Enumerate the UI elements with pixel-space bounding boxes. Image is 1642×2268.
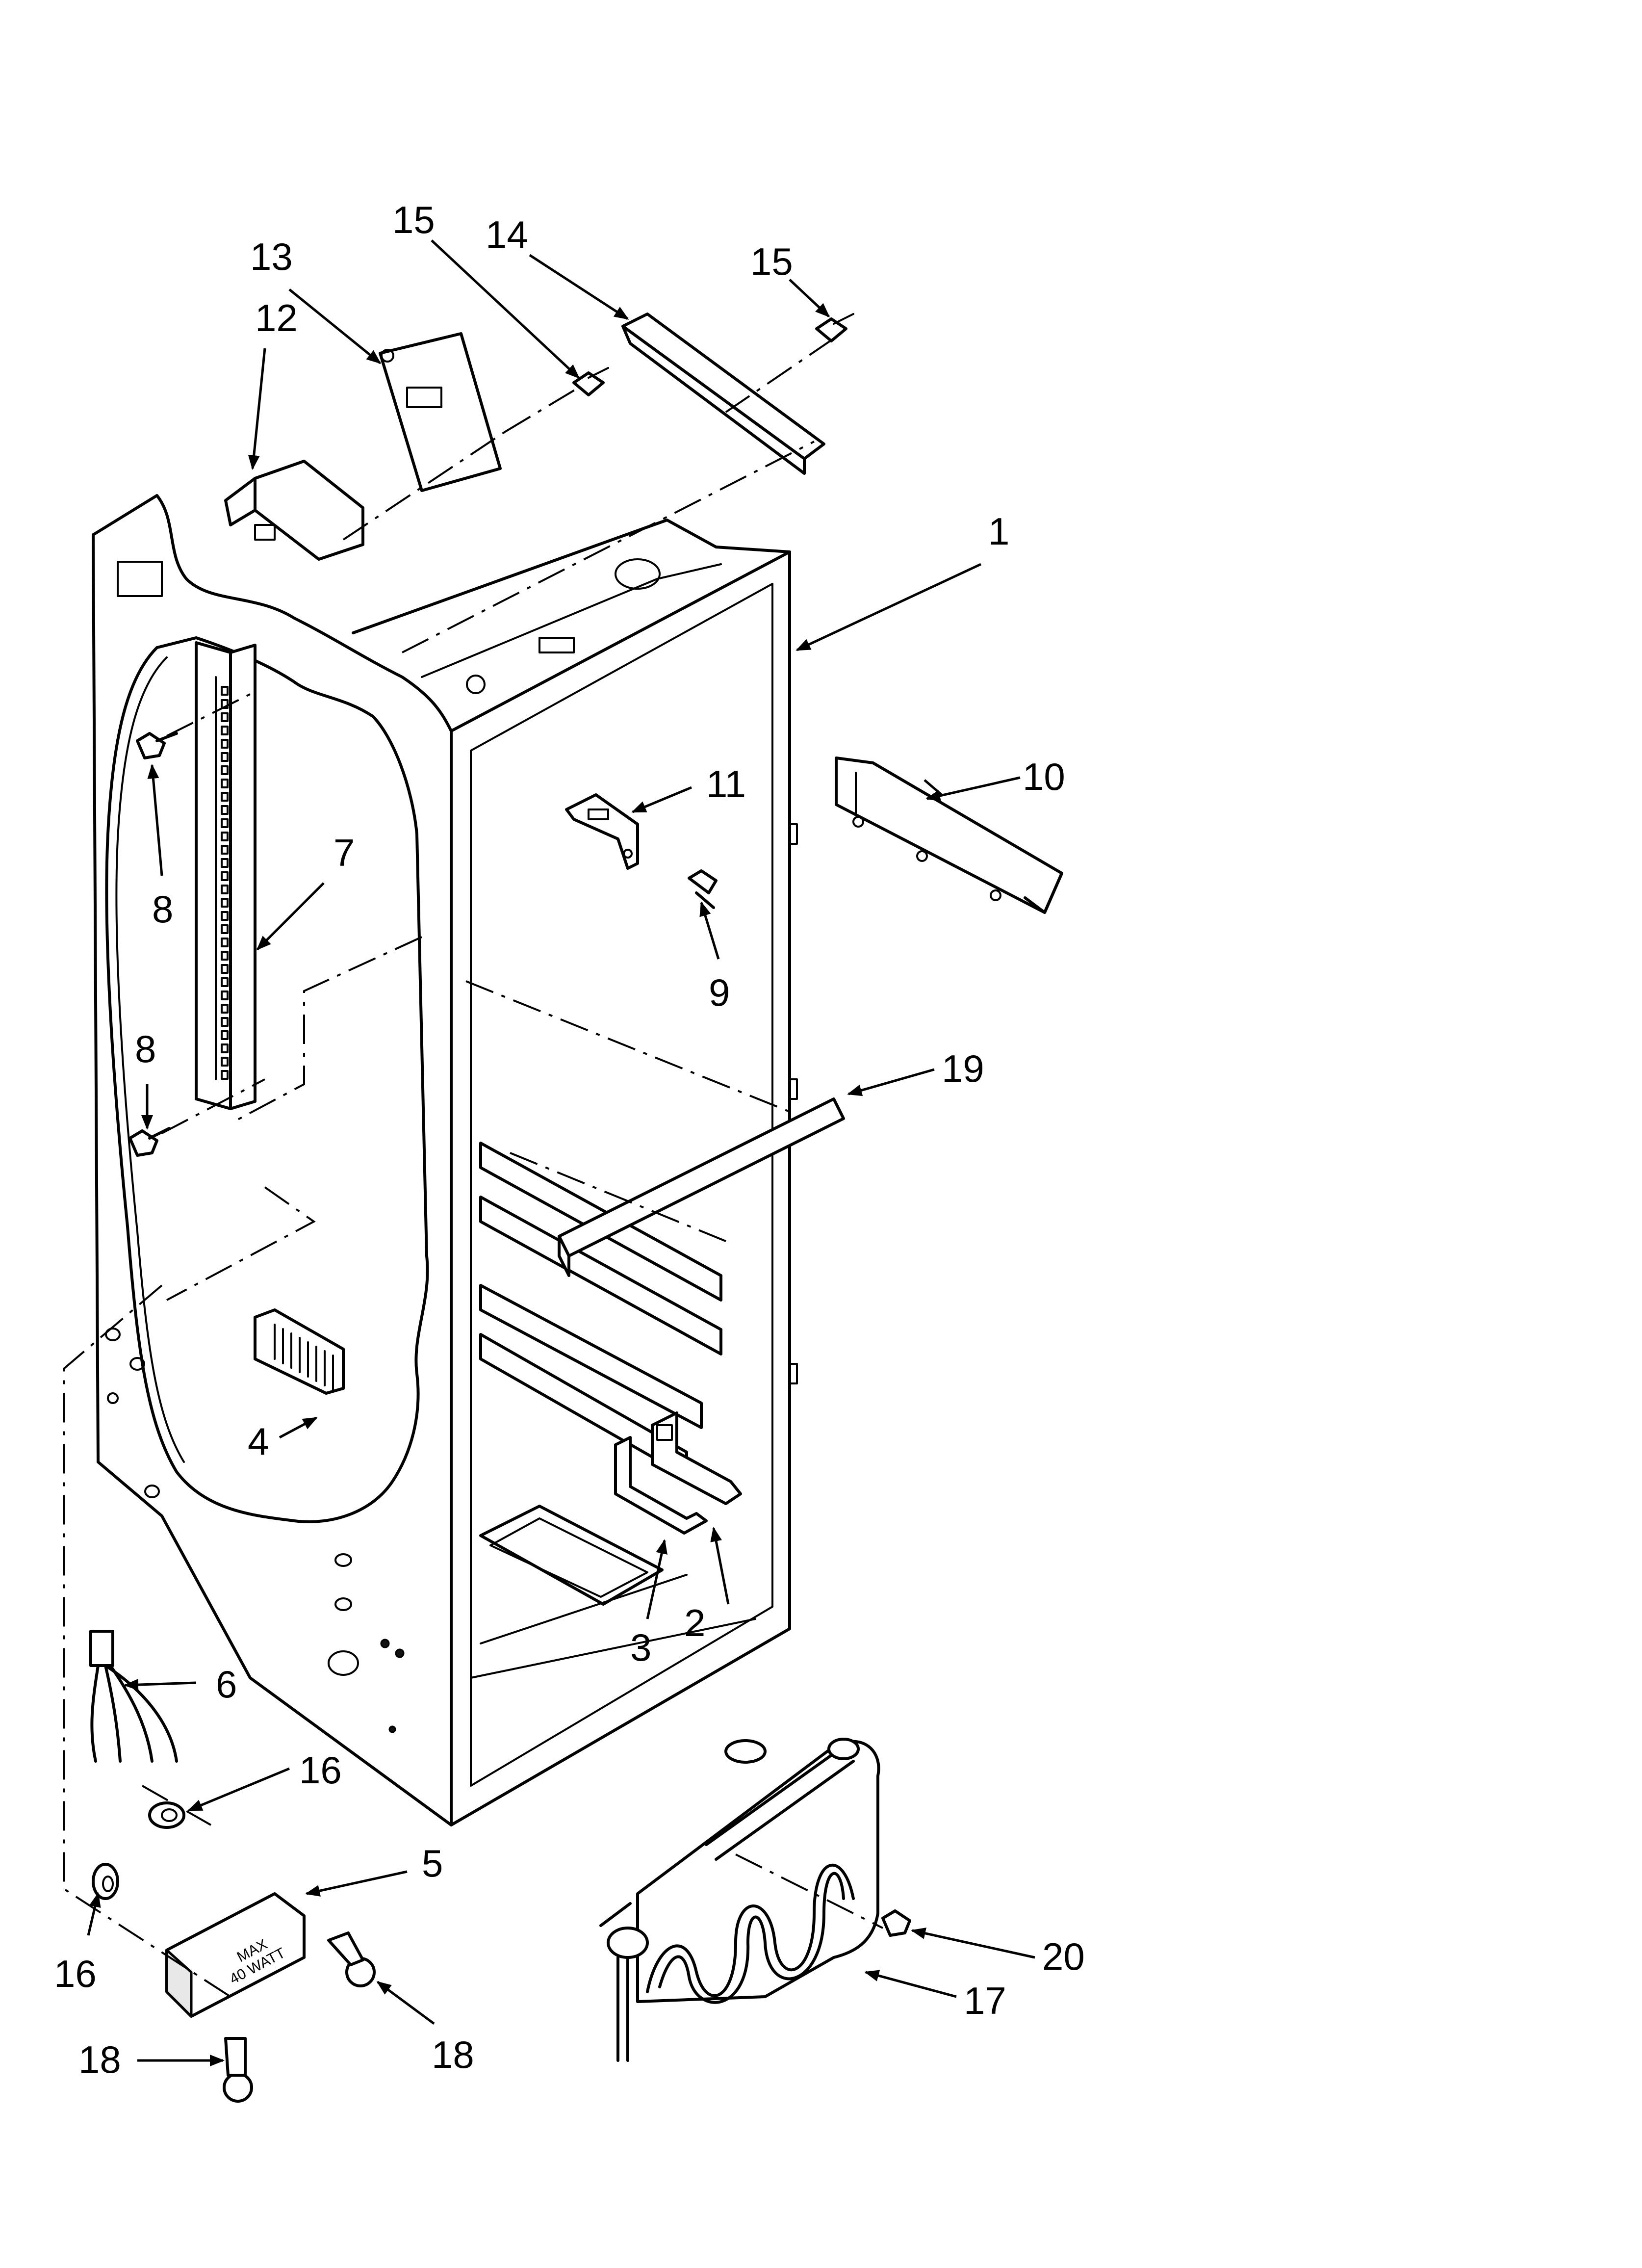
screw-20: [883, 1911, 910, 1935]
callout-11: 11: [706, 762, 746, 806]
callout-6: 6: [216, 1663, 237, 1706]
callout-15-right: 15: [750, 240, 793, 283]
control-bracket: [380, 334, 500, 491]
shelf-ladder: [196, 643, 255, 1109]
ladder-slot: [222, 912, 228, 920]
ladder-slot: [222, 991, 228, 999]
ladder-slot: [222, 766, 228, 774]
ladder-slot: [222, 952, 228, 960]
ladder-slot: [222, 938, 228, 946]
ladder-slot: [222, 753, 228, 761]
callout-9: 9: [709, 971, 730, 1014]
assembly-lines: [64, 339, 883, 1997]
ladder-slot: [222, 687, 228, 695]
callout-4: 4: [248, 1420, 269, 1463]
ladder-slot: [222, 846, 228, 854]
screw-8-lower: [130, 1128, 169, 1155]
screw-15-right: [817, 314, 853, 341]
ladder-slot: [222, 833, 228, 840]
leader-lines: [88, 240, 1035, 2066]
ladder-slot: [222, 1058, 228, 1066]
callout-2: 2: [684, 1601, 705, 1644]
callout-3: 3: [630, 1626, 651, 1669]
callout-labels: 1 2 3 4 5 6 7 8 8 9 10 11 12 13 14 15 15…: [54, 198, 1085, 2081]
callout-5: 5: [422, 1842, 443, 1885]
callout-16-upper: 16: [299, 1748, 342, 1792]
screw-15-left: [574, 368, 608, 395]
ladder-slot: [222, 859, 228, 867]
ladder-slot: [222, 925, 228, 933]
ladder-slot: [222, 886, 228, 893]
top-rail: [623, 314, 824, 473]
ladder-slot: [222, 1071, 228, 1079]
callout-7: 7: [334, 831, 355, 874]
callout-18-left: 18: [78, 2038, 121, 2081]
evaporator-coil: [601, 1739, 879, 2060]
ladder-slot: [222, 965, 228, 973]
clip-16-upper: [150, 1803, 184, 1827]
ladder-slot: [222, 793, 228, 801]
callout-13: 13: [250, 235, 293, 278]
cross-rail: [559, 1099, 844, 1276]
screw-8-upper: [137, 733, 177, 758]
callout-15-left: 15: [392, 198, 435, 241]
callout-12: 12: [255, 296, 298, 339]
callout-18-right: 18: [432, 2033, 474, 2076]
ladder-slot: [222, 978, 228, 986]
callout-14: 14: [486, 213, 528, 256]
lamp-socket: MAX 40 WATT: [167, 1894, 304, 2016]
bulb-18-left: [224, 2038, 252, 2101]
bracket-3: [616, 1437, 706, 1533]
ladder-slot: [222, 819, 228, 827]
callout-19: 19: [942, 1047, 984, 1090]
bracket-2: [652, 1413, 741, 1504]
drip-tray: [836, 758, 1062, 912]
ladder-slot: [222, 1031, 228, 1039]
vent-grille: [255, 1310, 343, 1393]
callout-8-lower: 8: [135, 1027, 156, 1070]
ladder-slot: [222, 1018, 228, 1026]
bulb-18-right: [329, 1933, 374, 1986]
ladder-slot: [222, 899, 228, 907]
callout-16-lower: 16: [54, 1952, 97, 1995]
callout-17: 17: [964, 1979, 1006, 2022]
ladder-slot: [222, 740, 228, 748]
control-housing: [226, 461, 363, 559]
ladder-slot: [222, 780, 228, 787]
bracket: [566, 795, 638, 868]
refrigerator-liner: [93, 495, 797, 1825]
wire-harness: [91, 1631, 177, 1761]
callout-20: 20: [1042, 1935, 1085, 1978]
callout-8-upper: 8: [152, 887, 173, 931]
ladder-slot: [222, 727, 228, 734]
ladder-slot: [222, 1044, 228, 1052]
ladder-slot: [222, 713, 228, 721]
ladder-slot: [222, 1005, 228, 1013]
ladder-slot: [222, 806, 228, 814]
callout-1: 1: [988, 510, 1009, 553]
callout-10: 10: [1023, 755, 1065, 798]
clip-16-lower: [93, 1864, 118, 1899]
ladder-slot: [222, 872, 228, 880]
